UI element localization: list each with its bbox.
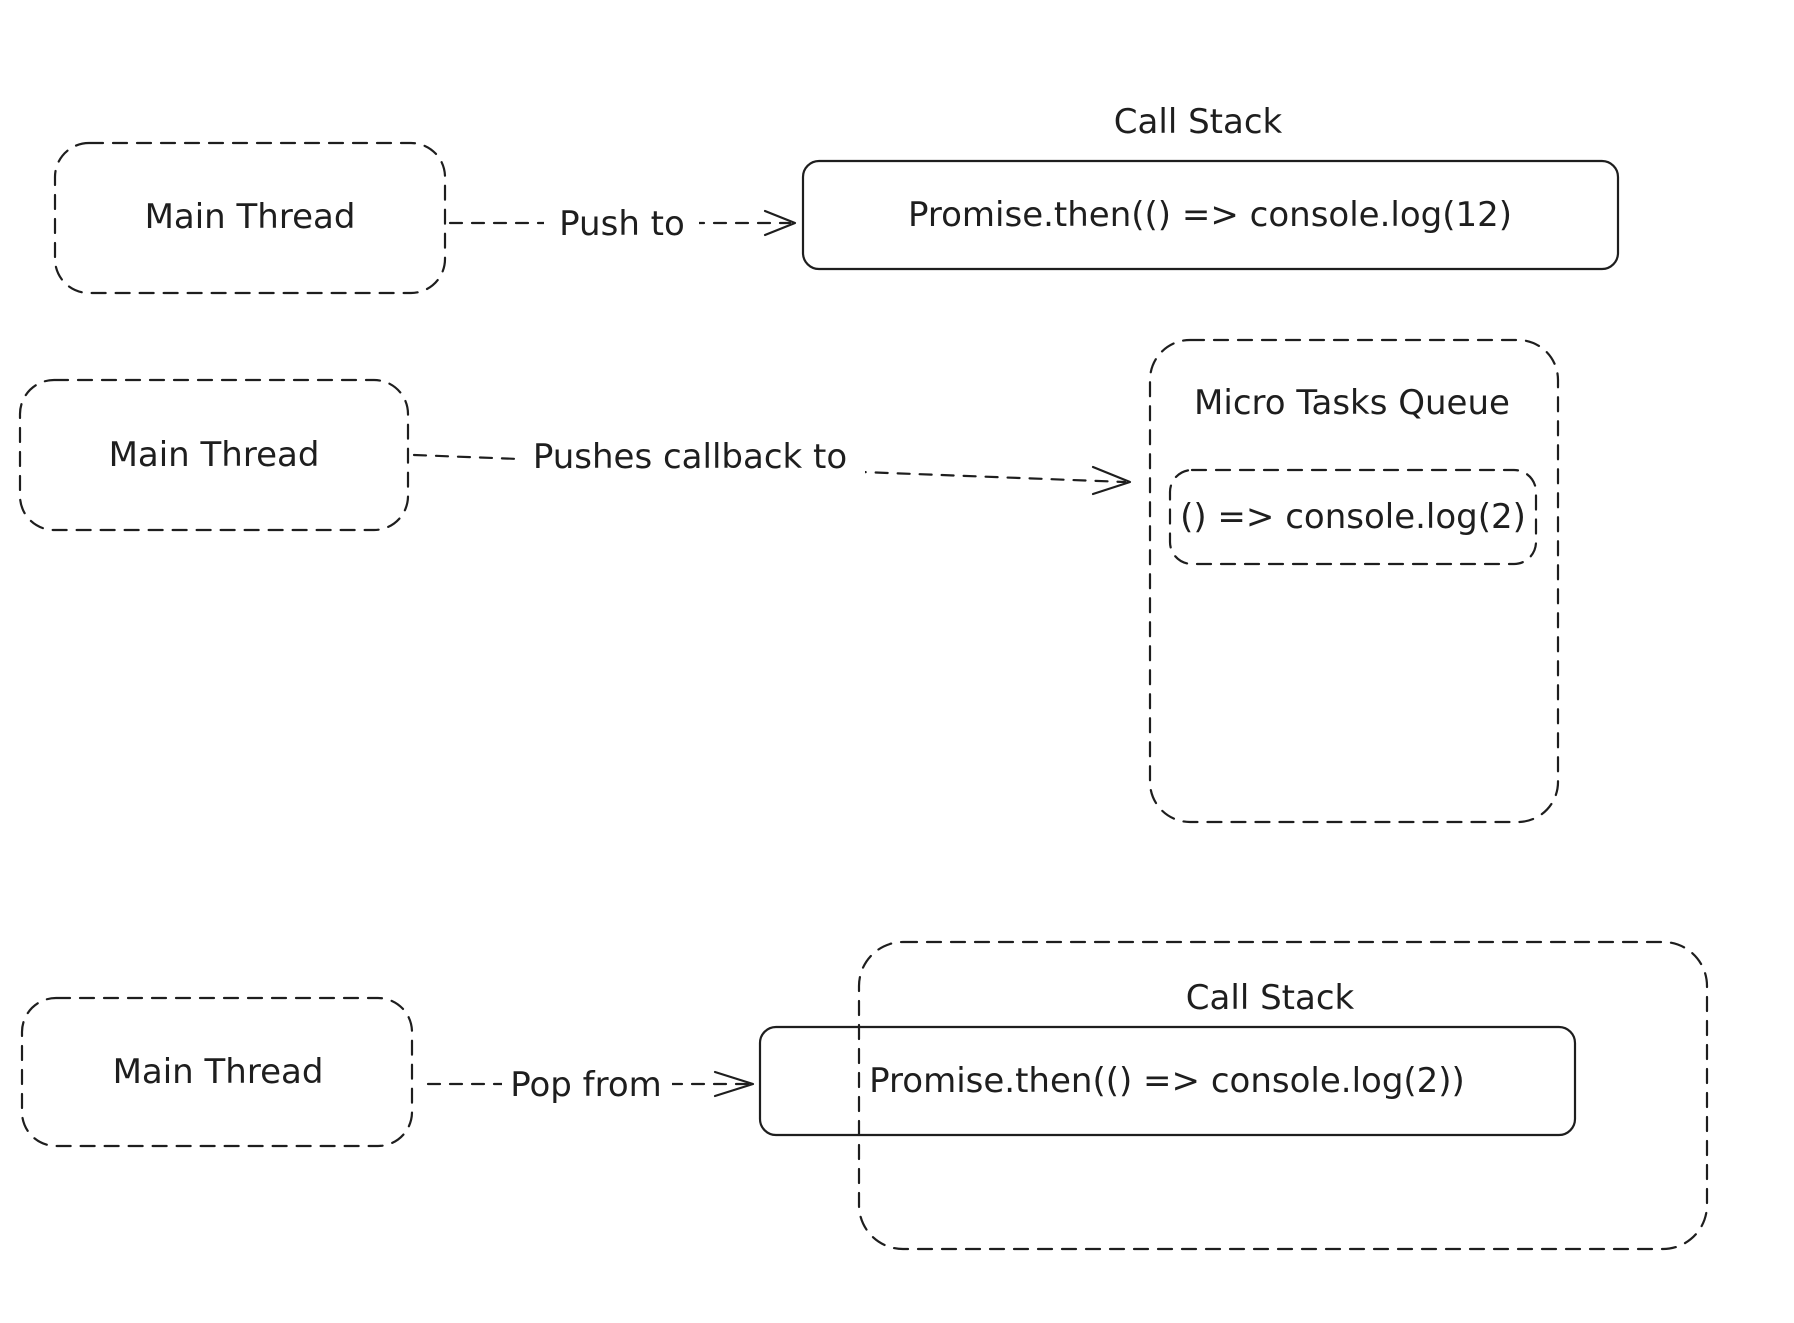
pushes-callback-arrow-label: Pushes callback to bbox=[533, 437, 847, 477]
micro-task-item-box[interactable] bbox=[1168, 468, 1538, 566]
call-stack-frame-1[interactable] bbox=[801, 159, 1620, 271]
micro-task-item: () => console.log(2) bbox=[1180, 497, 1526, 537]
main-thread-box-3[interactable] bbox=[20, 996, 414, 1148]
main-thread-box-1[interactable] bbox=[53, 141, 447, 295]
push-to-arrow-label: Push to bbox=[559, 204, 685, 244]
call-stack-item-1: Promise.then(() => console.log(12) bbox=[908, 195, 1512, 235]
push-to-arrow-head bbox=[763, 209, 797, 237]
micro-tasks-queue-box[interactable] bbox=[1148, 338, 1560, 824]
call-stack-title-1: Call Stack bbox=[1114, 102, 1283, 142]
pop-from-arrow-head bbox=[713, 1070, 755, 1098]
main-thread-label-2: Main Thread bbox=[109, 435, 320, 475]
main-thread-box-2[interactable] bbox=[18, 378, 410, 532]
main-thread-label-1: Main Thread bbox=[145, 197, 356, 237]
call-stack-outer-box[interactable] bbox=[857, 940, 1709, 1251]
call-stack-title-2: Call Stack bbox=[1186, 978, 1355, 1018]
call-stack-item-2: Promise.then(() => console.log(2)) bbox=[869, 1061, 1465, 1101]
pop-from-arrow-label: Pop from bbox=[510, 1065, 662, 1105]
pushes-callback-arrow-head bbox=[1091, 465, 1132, 496]
micro-tasks-queue-title: Micro Tasks Queue bbox=[1194, 383, 1510, 423]
section-push-to-call-stack: Main Thread Push to Call Stack Promise.t… bbox=[53, 102, 1620, 295]
section-push-callback-to-microtask-queue: Main Thread Pushes callback to Micro Tas… bbox=[18, 338, 1560, 824]
section-pop-from-call-stack: Main Thread Pop from Call Stack Promise.… bbox=[20, 940, 1709, 1251]
main-thread-label-3: Main Thread bbox=[113, 1052, 324, 1092]
call-stack-frame-2[interactable] bbox=[758, 1025, 1577, 1137]
